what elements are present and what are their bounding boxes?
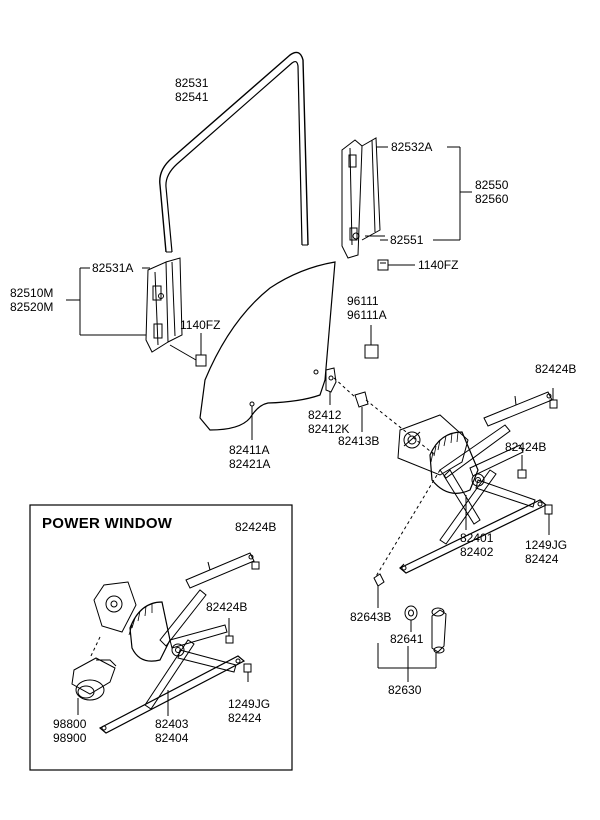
label-upper-run-channel: 82531 82541 [175, 76, 208, 104]
label-82520m: 82520M [10, 300, 54, 314]
label-rear-channel-assy: 82550 82560 [475, 178, 508, 206]
label-82531: 82531 [175, 76, 209, 90]
holder-clip [354, 391, 369, 432]
label-front-channel-assy: 82510M 82520M [10, 286, 53, 314]
rear-channel [341, 137, 385, 259]
door-glass [199, 261, 336, 440]
label-96111: 96111 [347, 294, 379, 308]
label-82403: 82403 [155, 717, 189, 731]
label-82550: 82550 [475, 178, 509, 192]
label-inset-bolt-top: 82424B [235, 520, 277, 534]
manual-regulator [397, 388, 558, 574]
label-96111a: 96111A [347, 308, 387, 322]
label-82404: 82404 [155, 731, 189, 745]
label-82510m: 82510M [10, 286, 54, 300]
label-82421a: 82421A [229, 457, 271, 471]
label-bolt-regulator-mid: 82424B [505, 440, 547, 454]
label-82560: 82560 [475, 192, 509, 206]
label-82541: 82541 [175, 90, 209, 104]
label-door-glass: 82411A 82421A [229, 443, 270, 471]
label-rear-channel-lower: 82551 [390, 233, 424, 247]
label-sticker [364, 325, 379, 359]
label-rear-channel: 82532A [391, 140, 433, 154]
label-handle-assy: 82630 [388, 683, 422, 697]
label-98800: 98800 [53, 717, 87, 731]
label-screw-power: 1249JG 82424 [228, 697, 270, 725]
label-1249jg: 1249JG [525, 538, 568, 552]
label-handle-clip: 82643B [350, 610, 392, 624]
label-sticker: 96111 96111A [347, 294, 387, 322]
glass-to-regulator-dashline [333, 377, 441, 579]
label-82402: 82402 [460, 545, 494, 559]
front-channel [145, 257, 183, 353]
label-82412: 82412 [308, 408, 342, 422]
front-channel-leader [66, 267, 150, 336]
inset-title: POWER WINDOW [42, 515, 173, 532]
label-1249jg-power: 1249JG [228, 697, 271, 711]
label-holder-clip: 82413B [338, 434, 380, 448]
label-82424: 82424 [525, 552, 559, 566]
label-82424-power: 82424 [228, 711, 262, 725]
label-manual-regulator: 82401 82402 [460, 531, 493, 559]
window-handle [373, 573, 447, 682]
label-98900: 98900 [53, 731, 87, 745]
power-window-motor [71, 636, 117, 715]
label-82412k: 82412K [308, 422, 350, 436]
inset-frame [29, 504, 293, 771]
rear-channel-leader [376, 146, 472, 241]
front-channel-bolt [169, 333, 207, 367]
glass-holder [325, 367, 337, 405]
label-inset-bolt-mid: 82424B [206, 600, 248, 614]
power-regulator [93, 552, 260, 734]
label-82401: 82401 [460, 531, 494, 545]
label-82411a: 82411A [229, 443, 270, 457]
label-bolt-front: 1140FZ [180, 318, 221, 332]
label-power-regulator: 82403 82404 [155, 717, 188, 745]
label-glass-holder: 82412 82412K [308, 408, 349, 436]
rear-channel-bolt [377, 259, 415, 271]
label-screw-manual: 1249JG 82424 [525, 538, 567, 566]
label-motor: 98800 98900 [53, 717, 86, 745]
upper-run-channel [159, 51, 309, 253]
label-handle-escutcheon: 82641 [390, 632, 424, 646]
label-bolt-regulator-top: 82424B [535, 362, 577, 376]
label-front-channel: 82531A [92, 261, 134, 275]
label-bolt-rear: 1140FZ [418, 258, 459, 272]
